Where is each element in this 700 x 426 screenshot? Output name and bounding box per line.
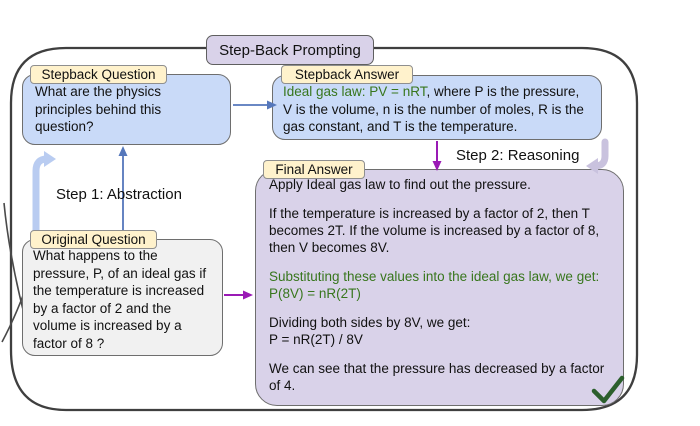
final-answer-conclusion: We can see that the pressure has decreas… bbox=[269, 361, 605, 393]
diagram-title: Step-Back Prompting bbox=[206, 35, 374, 65]
arrow-question-to-answer bbox=[233, 100, 277, 110]
arrow-original-to-final bbox=[224, 290, 253, 300]
step2-reasoning-label: Step 2: Reasoning bbox=[456, 147, 580, 164]
ideal-gas-law-highlight: Ideal gas law: PV = nRT bbox=[283, 84, 427, 99]
arrow-answer-to-final bbox=[432, 141, 442, 171]
stepback-question-label: Stepback Question bbox=[30, 65, 167, 84]
final-answer-substitute-step: Substituting these values into the ideal… bbox=[269, 269, 600, 301]
stepback-answer-box: Ideal gas law: PV = nRT, where P is the … bbox=[272, 75, 602, 140]
final-answer-substitution-setup: If the temperature is increased by a fac… bbox=[269, 206, 600, 255]
stepback-question-box: What are the physics principles behind t… bbox=[22, 74, 231, 145]
final-answer-label: Final Answer bbox=[263, 160, 365, 179]
step1-abstraction-label: Step 1: Abstraction bbox=[56, 186, 182, 203]
original-question-box: What happens to the pressure, P, of an i… bbox=[22, 239, 223, 356]
original-question-label: Original Question bbox=[30, 230, 157, 249]
loop-arrow-left bbox=[32, 151, 56, 244]
final-answer-box: Apply Ideal gas law to find out the pres… bbox=[255, 169, 624, 406]
stepback-answer-label: Stepback Answer bbox=[281, 65, 413, 84]
final-answer-divide-step: Dividing both sides by 8V, we get:P = nR… bbox=[269, 315, 471, 347]
